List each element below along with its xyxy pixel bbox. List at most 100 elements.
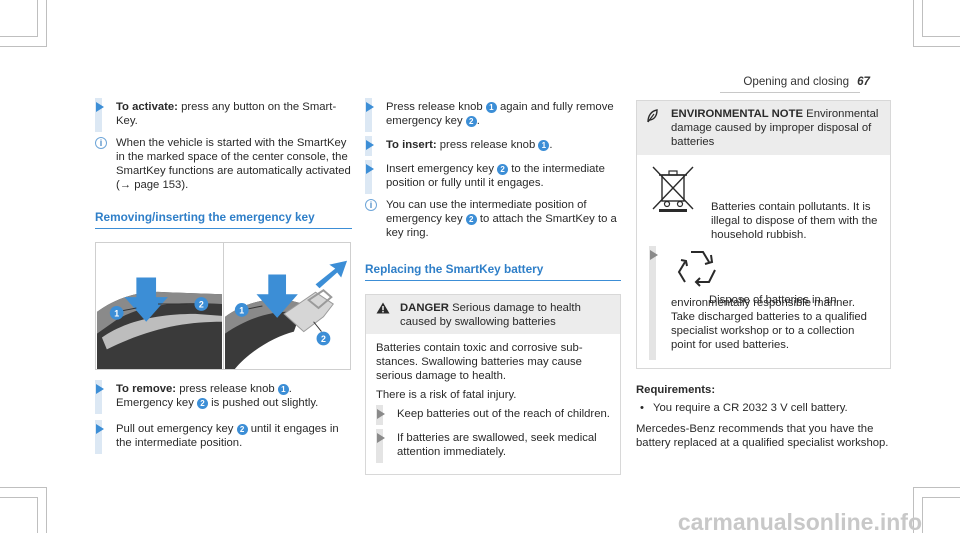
env-text: Batteries contain pollutants. It is ille… [711, 201, 878, 241]
step-press-again: Press release knob 1 again and fully rem… [365, 98, 621, 132]
watermark: carmanualsonline.info [677, 509, 922, 533]
section-title-battery: Replacing the SmartKey battery [365, 262, 621, 281]
step-text: press release knob [436, 139, 539, 151]
crop-mark [913, 0, 914, 46]
note-text: to attach the SmartKey to a key ring. [386, 213, 617, 239]
danger-heading-text: Serious damage to health caused by swall… [400, 302, 581, 328]
step-text: . [476, 115, 480, 127]
crop-mark [913, 46, 960, 47]
svg-text:1: 1 [114, 308, 119, 318]
callout-2: 2 [197, 398, 208, 409]
crop-mark [37, 0, 38, 37]
page-number: 67 [857, 75, 870, 88]
env-label: ENVIRONMENTAL NOTE [671, 108, 804, 120]
callout-2: 2 [465, 214, 477, 225]
step-pull-out: Pull out emergency key 2 until it engage… [95, 420, 352, 454]
running-header: Opening and closing 67 [743, 75, 870, 89]
arrow-step-icon [377, 433, 385, 443]
disposal-row: Batteries contain pollutants. It is ille… [649, 162, 880, 242]
crop-mark [0, 487, 47, 488]
emergency-key-illustration: 1 2 1 2 [95, 242, 351, 370]
callout-1: 1 [277, 384, 289, 395]
svg-text:2: 2 [321, 334, 326, 344]
note-text: When the vehicle is started with the Sma… [116, 137, 351, 191]
crop-mark [46, 0, 47, 46]
info-note: i When the vehicle is started with the S… [95, 136, 352, 192]
environmental-note-box: ENVIRONMENTAL NOTE Environmental damage … [636, 100, 891, 369]
danger-step: If batteries are swallowed, seek medical… [376, 429, 610, 463]
step-text: again and fully remove emergency key [386, 101, 614, 127]
step-label: To remove: [116, 383, 177, 395]
env-text: environmentally responsible manner. Take… [671, 297, 867, 351]
arrow-step-icon [366, 102, 374, 112]
info-note: i You can use the intermediate position … [365, 198, 621, 240]
step-insert-key: Insert emergency key 2 to the intermedia… [365, 160, 621, 194]
danger-paragraph: There is a risk of fatal injury. [376, 389, 517, 401]
requirements-title: Requirements: [636, 384, 716, 396]
callout-1: 1 [538, 140, 550, 151]
step-text: If batteries are swallowed, seek medical… [397, 432, 597, 458]
step-text: to the intermediate position or fully un… [386, 163, 605, 189]
arrow-step-icon [366, 164, 374, 174]
header-rule [720, 92, 860, 93]
crop-mark [0, 36, 38, 37]
warning-triangle-icon [376, 302, 390, 314]
step-text: . [549, 139, 553, 151]
callout-1: 1 [485, 102, 497, 113]
env-header: ENVIRONMENTAL NOTE Environmental damage … [637, 101, 890, 155]
crop-mark [37, 497, 38, 533]
callout-2: 2 [236, 424, 248, 435]
svg-text:1: 1 [239, 305, 244, 315]
danger-header: DANGER Serious damage to health caused b… [366, 295, 620, 334]
crop-mark [0, 46, 47, 47]
recycle-step: Dispose of batteries in an environmental… [649, 246, 880, 360]
callout-2: 2 [465, 116, 477, 127]
danger-label: DANGER [400, 302, 449, 314]
key-removal-image: 1 2 [224, 243, 350, 369]
step-label: To insert: [386, 139, 437, 151]
step-activate: To activate: press any button on the Sma… [95, 98, 352, 132]
arrow-step-icon [377, 409, 385, 419]
env-text: Dispose of batteries in an [709, 294, 837, 306]
arrow-step-icon [650, 250, 658, 260]
step-insert: To insert: press release knob 1. [365, 136, 621, 156]
danger-body: Batteries contain toxic and corrosive su… [366, 334, 620, 474]
env-heading-text: Environmental damage caused by improper … [671, 108, 879, 148]
requirement-item: You require a CR 2032 3 V cell battery. [636, 401, 891, 415]
section-name: Opening and closing [743, 75, 850, 88]
svg-text:2: 2 [199, 299, 204, 309]
step-text: Press release knob [386, 101, 486, 113]
crop-mark [922, 0, 923, 37]
crop-mark [922, 497, 923, 533]
column-2: Press release knob 1 again and fully rem… [365, 98, 621, 475]
step-remove: To remove: press release knob 1. Emergen… [95, 380, 352, 414]
step-text: Insert emergency key [386, 163, 498, 175]
callout-2: 2 [497, 164, 509, 175]
column-3: ENVIRONMENTAL NOTE Environmental damage … [636, 100, 891, 450]
note-text: You can use the intermediate position of… [386, 199, 587, 225]
info-icon: i [95, 137, 107, 149]
arrow-step-icon [366, 140, 374, 150]
arrow-step-icon [96, 424, 104, 434]
crop-mark [922, 36, 960, 37]
column-1: To activate: press any button on the Sma… [95, 98, 352, 458]
danger-box: DANGER Serious damage to health caused b… [365, 294, 621, 475]
leaf-icon [647, 109, 658, 123]
key-release-image: 1 2 [96, 243, 223, 369]
crop-mark [922, 497, 960, 498]
figure-divider [223, 243, 224, 369]
step-text: is pushed out slightly. [208, 397, 319, 409]
step-text: . Emergency key [116, 383, 292, 409]
info-icon: i [365, 199, 377, 211]
crop-mark [913, 487, 960, 488]
step-text: until it engages in the intermediate pos… [116, 423, 339, 449]
step-text: press any button on the Smart­Key. [116, 101, 337, 127]
step-text: press release knob [176, 383, 278, 395]
crop-mark [46, 487, 47, 533]
env-body: Batteries contain pollutants. It is ille… [637, 155, 890, 368]
crop-mark [0, 497, 38, 498]
crossed-bin-icon [652, 166, 694, 212]
recycle-icon [677, 251, 716, 287]
arrow-step-icon [96, 384, 104, 394]
arrow-step-icon [96, 102, 104, 112]
